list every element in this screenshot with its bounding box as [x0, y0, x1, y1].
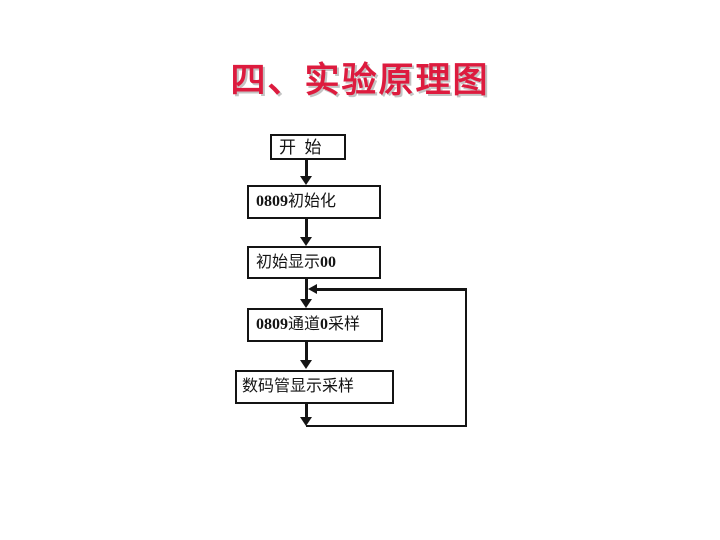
flow-box-start: 开 始 — [270, 134, 346, 160]
flow-box-initial-display: 初始显示00 — [247, 246, 381, 279]
arrow-down-icon — [300, 299, 312, 308]
connector-line — [305, 219, 308, 238]
connector-line — [305, 342, 308, 361]
arrow-down-icon — [300, 237, 312, 246]
flow-box-digit-display-sample-label: 数码管显示采样 — [242, 378, 355, 395]
loop-line-right — [465, 288, 467, 427]
connector-line — [305, 404, 308, 418]
loop-line-top — [315, 288, 466, 291]
slide-title: 四、实验原理图 — [230, 61, 490, 100]
connector-line — [305, 279, 308, 300]
arrow-down-icon — [300, 417, 312, 426]
flow-box-channel0-sample: 0809通道0采样 — [247, 308, 383, 342]
arrow-down-icon — [300, 176, 312, 185]
flow-box-initial-display-label: 初始显示00 — [256, 253, 337, 271]
flow-box-init-0809-label: 0809初始化 — [256, 193, 337, 210]
flow-box-init-0809: 0809初始化 — [247, 185, 381, 219]
arrow-down-icon — [300, 360, 312, 369]
loop-line-bottom — [306, 425, 467, 427]
connector-line — [305, 160, 308, 177]
flow-box-start-label: 开 始 — [279, 137, 322, 157]
flow-box-channel0-sample-label: 0809通道0采样 — [256, 316, 361, 333]
flow-box-digit-display-sample: 数码管显示采样 — [235, 370, 394, 404]
arrow-left-icon — [308, 284, 317, 294]
